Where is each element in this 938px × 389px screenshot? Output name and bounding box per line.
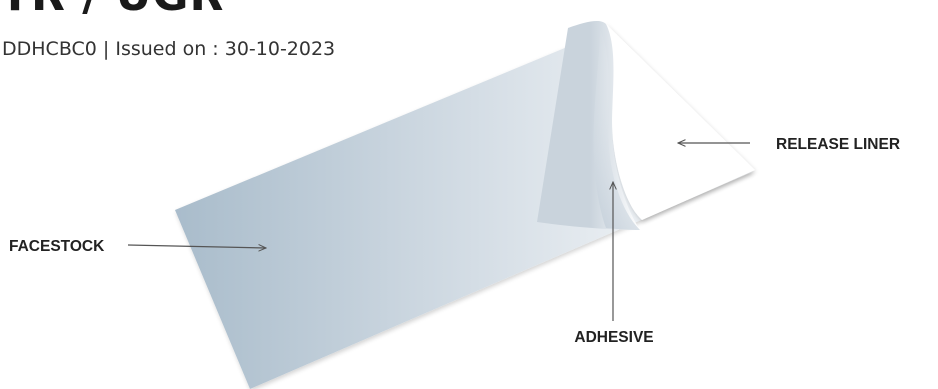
facestock-label: FACESTOCK bbox=[9, 238, 105, 255]
adhesive-label: ADHESIVE bbox=[574, 329, 653, 346]
release-liner-label: RELEASE LINER bbox=[776, 136, 900, 153]
curl-shading bbox=[593, 30, 640, 230]
facestock-arrow bbox=[127, 245, 266, 248]
curled-corner bbox=[537, 21, 640, 231]
document-info: DDHCBC0 | Issued on : 30-10-2023 bbox=[2, 38, 336, 60]
release-liner-sheet bbox=[604, 22, 755, 220]
page-title: TR / UGR bbox=[0, 0, 224, 21]
